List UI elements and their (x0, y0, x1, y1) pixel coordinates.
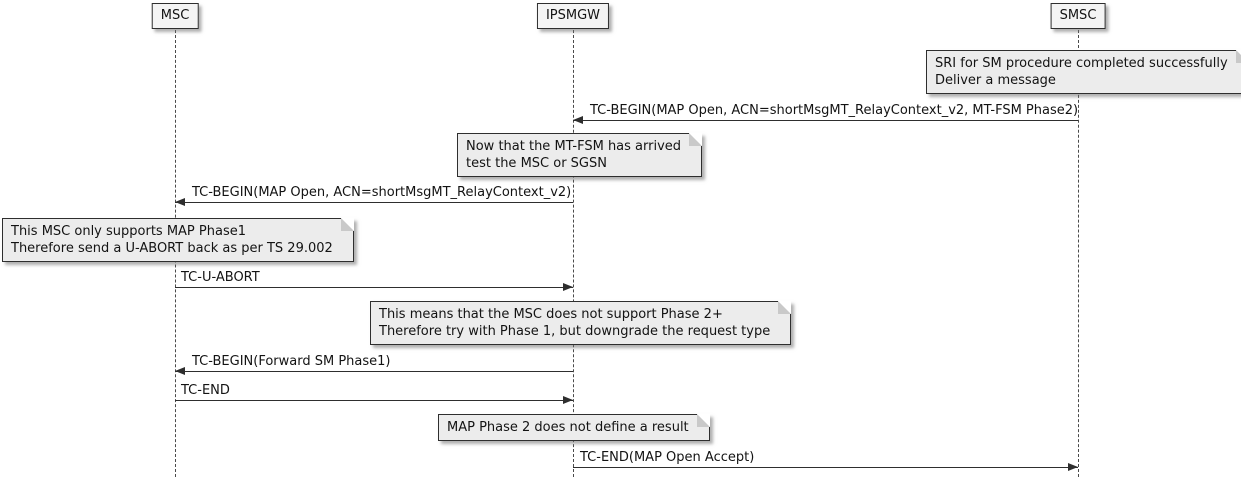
arrowhead-left-icon (175, 367, 185, 375)
participant-msc: MSC (151, 3, 199, 29)
participant-ipsmgw: IPSMGW (536, 3, 610, 29)
lifeline-ipsmgw (573, 30, 574, 477)
note-text: MAP Phase 2 does not define a result (447, 420, 689, 435)
message-line (175, 287, 573, 288)
note-downgrade: This means that the MSC does not support… (370, 301, 792, 345)
message-label: TC-BEGIN(MAP Open, ACN=shortMsgMT_RelayC… (590, 103, 1079, 118)
note-text: Deliver a message (935, 73, 1056, 88)
message-label: TC-BEGIN(Forward SM Phase1) (192, 354, 391, 369)
arrowhead-right-icon (563, 283, 573, 291)
note-sri-success: SRI for SM procedure completed successfu… (926, 50, 1241, 94)
note-text: Now that the MT-FSM has arrived (466, 139, 682, 154)
arrowhead-left-icon (175, 198, 185, 206)
note-text: This means that the MSC does not support… (379, 307, 723, 322)
note-mtfsm-arrived: Now that the MT-FSM has arrived test the… (457, 133, 703, 177)
note-text: Therefore send a U-ABORT back as per TS … (11, 241, 333, 256)
message-label: TC-BEGIN(MAP Open, ACN=shortMsgMT_RelayC… (192, 185, 572, 200)
note-no-result: MAP Phase 2 does not define a result (438, 414, 710, 441)
participant-smsc: SMSC (1050, 3, 1106, 29)
message-line (175, 202, 573, 203)
message-label: TC-U-ABORT (181, 270, 260, 285)
note-msc-phase1: This MSC only supports MAP Phase1 Theref… (2, 218, 354, 262)
arrowhead-right-icon (563, 396, 573, 404)
note-text: This MSC only supports MAP Phase1 (11, 224, 246, 239)
message-line (175, 371, 573, 372)
message-line (175, 400, 573, 401)
note-text: Therefore try with Phase 1, but downgrad… (379, 324, 771, 339)
message-label: TC-END(MAP Open Accept) (580, 450, 755, 465)
lifeline-smsc (1078, 30, 1079, 477)
arrowhead-left-icon (573, 116, 583, 124)
note-text: SRI for SM procedure completed successfu… (935, 56, 1228, 71)
message-label: TC-END (181, 383, 230, 398)
arrowhead-right-icon (1068, 463, 1078, 471)
message-line (573, 120, 1078, 121)
message-line (573, 467, 1078, 468)
note-text: test the MSC or SGSN (466, 156, 607, 171)
